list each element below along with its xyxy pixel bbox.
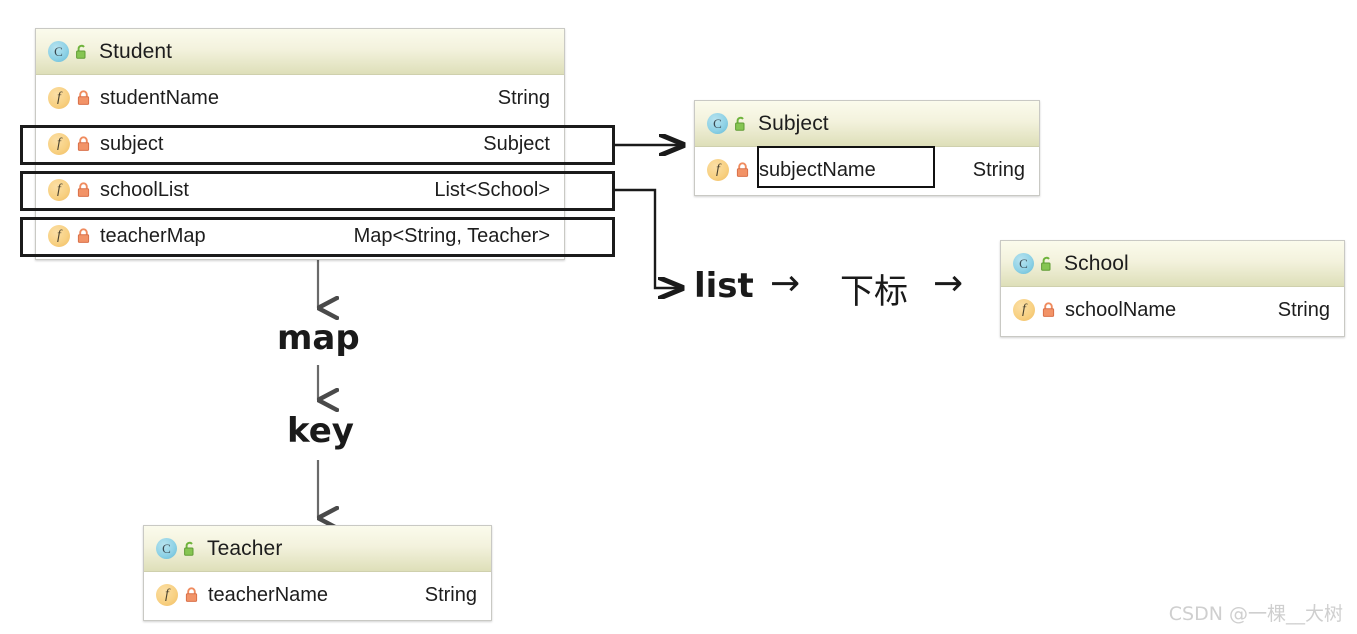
field-icon: f [48, 133, 70, 155]
class-box-teacher[interactable]: C Teacher f teacherName String [143, 525, 492, 621]
class-header-teacher: C Teacher [144, 526, 491, 572]
field-type: Subject [483, 132, 550, 155]
field-name: studentName [100, 86, 219, 109]
field-icon: f [1013, 299, 1035, 321]
unlock-icon [733, 116, 749, 132]
unlock-icon [74, 44, 90, 60]
lock-icon [76, 228, 91, 244]
class-icon: C [1013, 253, 1034, 274]
annotation-map: map [277, 318, 360, 358]
field-name: teacherMap [100, 224, 206, 247]
field-type: Map<String, Teacher> [353, 224, 550, 247]
unlock-icon [182, 541, 198, 557]
class-icon: C [707, 113, 728, 134]
field-icon: f [707, 159, 729, 181]
field-name: schoolName [1065, 298, 1177, 321]
watermark: CSDN @一棵__大树 [1168, 603, 1343, 625]
field-type: String [497, 86, 550, 109]
lock-icon [76, 136, 91, 152]
class-header-subject: C Subject [695, 101, 1039, 147]
class-box-school[interactable]: C School f schoolName String [1000, 240, 1345, 337]
annotation-key: key [287, 411, 354, 451]
annotation-arrow-2-icon: → [933, 263, 964, 304]
connector-schoollist-to-list [615, 188, 682, 288]
class-name-teacher: Teacher [207, 536, 283, 560]
class-header-student: C Student [36, 29, 564, 75]
unlock-icon [1039, 256, 1055, 272]
annotation-index: 下标 [840, 272, 908, 312]
class-icon: C [48, 41, 69, 62]
field-row-teachername[interactable]: f teacherName String [144, 572, 491, 618]
annotation-list: list [694, 266, 754, 306]
class-box-subject[interactable]: C Subject f subjectName String [694, 100, 1040, 196]
lock-icon [76, 90, 91, 106]
lock-icon [735, 162, 750, 178]
field-row-teachermap[interactable]: f teacherMap Map<String, Teacher> [36, 213, 564, 259]
class-header-school: C School [1001, 241, 1344, 287]
class-name-school: School [1064, 251, 1129, 275]
field-name: subject [100, 132, 164, 155]
field-type: List<School> [434, 178, 550, 201]
field-icon: f [48, 179, 70, 201]
field-icon: f [48, 225, 70, 247]
field-type: String [972, 158, 1025, 181]
class-box-student[interactable]: C Student f studentName String f [35, 28, 565, 260]
lock-icon [76, 182, 91, 198]
field-name: teacherName [208, 583, 329, 606]
field-row-schoolname[interactable]: f schoolName String [1001, 287, 1344, 333]
field-row-subjectname[interactable]: f subjectName String [695, 147, 1039, 193]
field-row-subject[interactable]: f subject Subject [36, 121, 564, 167]
field-type: String [424, 583, 477, 606]
field-row-studentname[interactable]: f studentName String [36, 75, 564, 121]
lock-icon [1041, 302, 1056, 318]
field-type: String [1277, 298, 1330, 321]
field-icon: f [156, 584, 178, 606]
class-name-student: Student [99, 39, 173, 63]
class-icon: C [156, 538, 177, 559]
class-name-subject: Subject [758, 111, 829, 135]
annotation-arrow-1-icon: → [770, 263, 801, 304]
field-row-schoollist[interactable]: f schoolList List<School> [36, 167, 564, 213]
field-name: subjectName [759, 158, 876, 181]
field-icon: f [48, 87, 70, 109]
lock-icon [184, 587, 199, 603]
field-name: schoolList [100, 178, 189, 201]
